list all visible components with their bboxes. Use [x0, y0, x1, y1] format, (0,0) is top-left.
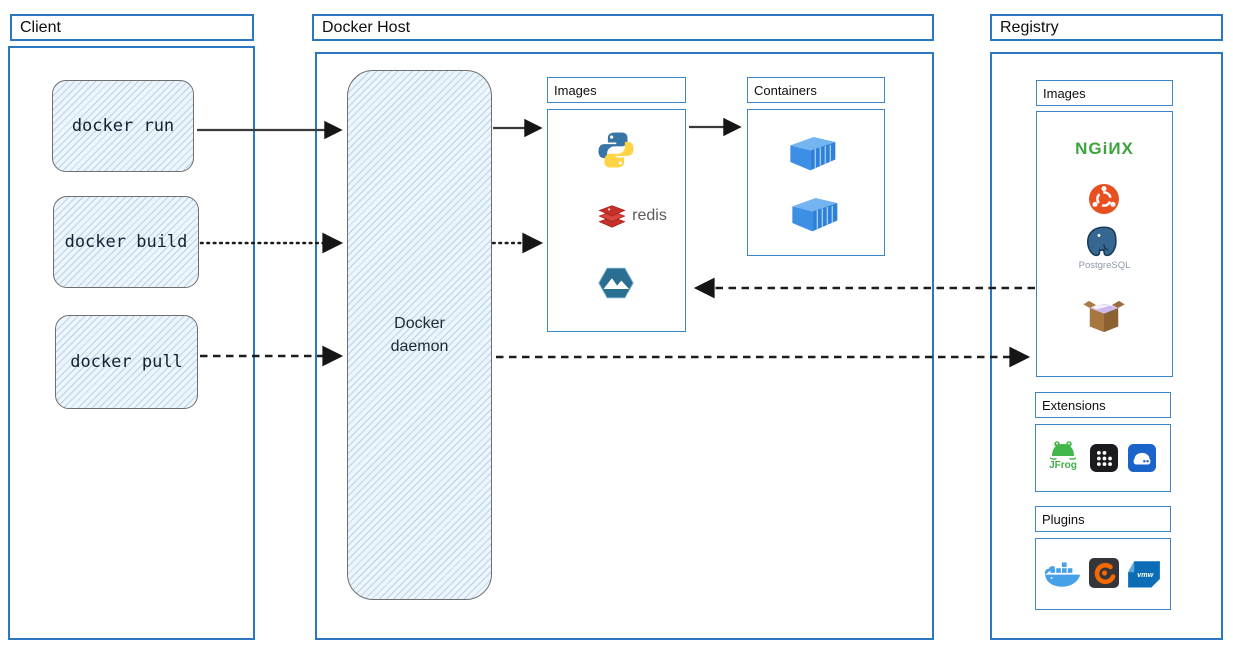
nginx-logo: NGiИX — [1036, 139, 1173, 159]
docker-build-node: docker build — [53, 196, 199, 288]
extensions-title: Extensions — [1035, 392, 1171, 418]
ubuntu-icon — [1089, 184, 1119, 214]
registry-images-title: Images — [1036, 80, 1173, 106]
containers-title: Containers — [747, 77, 885, 103]
host-images-title: Images — [547, 77, 686, 103]
package-box-icon — [1081, 298, 1127, 335]
registry-section-title: Registry — [990, 14, 1223, 41]
container-icon — [787, 193, 841, 233]
docker-build-label: docker build — [64, 232, 188, 252]
docker-run-node: docker run — [52, 80, 194, 172]
containers-body — [747, 109, 885, 256]
vmware-label: vmw — [1137, 570, 1155, 579]
docker-run-label: docker run — [71, 116, 175, 136]
jfrog-label: JFrog — [1049, 460, 1077, 471]
docker-pull-label: docker pull — [70, 352, 183, 372]
jfrog-icon — [1049, 441, 1077, 460]
python-icon — [596, 130, 636, 170]
client-section-title: Client — [10, 14, 254, 41]
redis-icon — [598, 205, 626, 228]
docker-daemon-node: Docker daemon — [347, 70, 492, 600]
postgresql-label: PostgreSQL — [1078, 260, 1131, 271]
container-icon — [785, 132, 839, 172]
postgresql-label-wrap: PostgreSQL — [1036, 260, 1173, 271]
docker-pull-node: docker pull — [55, 315, 198, 409]
redis-label: redis — [632, 207, 667, 224]
grafana-icon — [1089, 558, 1119, 588]
redis-image-item: redis — [576, 201, 688, 231]
postgresql-icon — [1084, 225, 1124, 262]
app-grid-icon — [1090, 444, 1118, 472]
alpine-icon — [597, 264, 635, 302]
docker-daemon-label: Docker daemon — [390, 314, 449, 355]
jfrog-item: JFrog — [1045, 437, 1081, 471]
plugins-title: Plugins — [1035, 506, 1171, 532]
docker-whale-icon — [1043, 559, 1081, 589]
nginx-label: NGiИX — [1075, 139, 1134, 158]
docker-host-section-title: Docker Host — [312, 14, 934, 41]
disk-drive-icon — [1128, 444, 1156, 472]
vmware-icon: vmw — [1124, 557, 1164, 590]
